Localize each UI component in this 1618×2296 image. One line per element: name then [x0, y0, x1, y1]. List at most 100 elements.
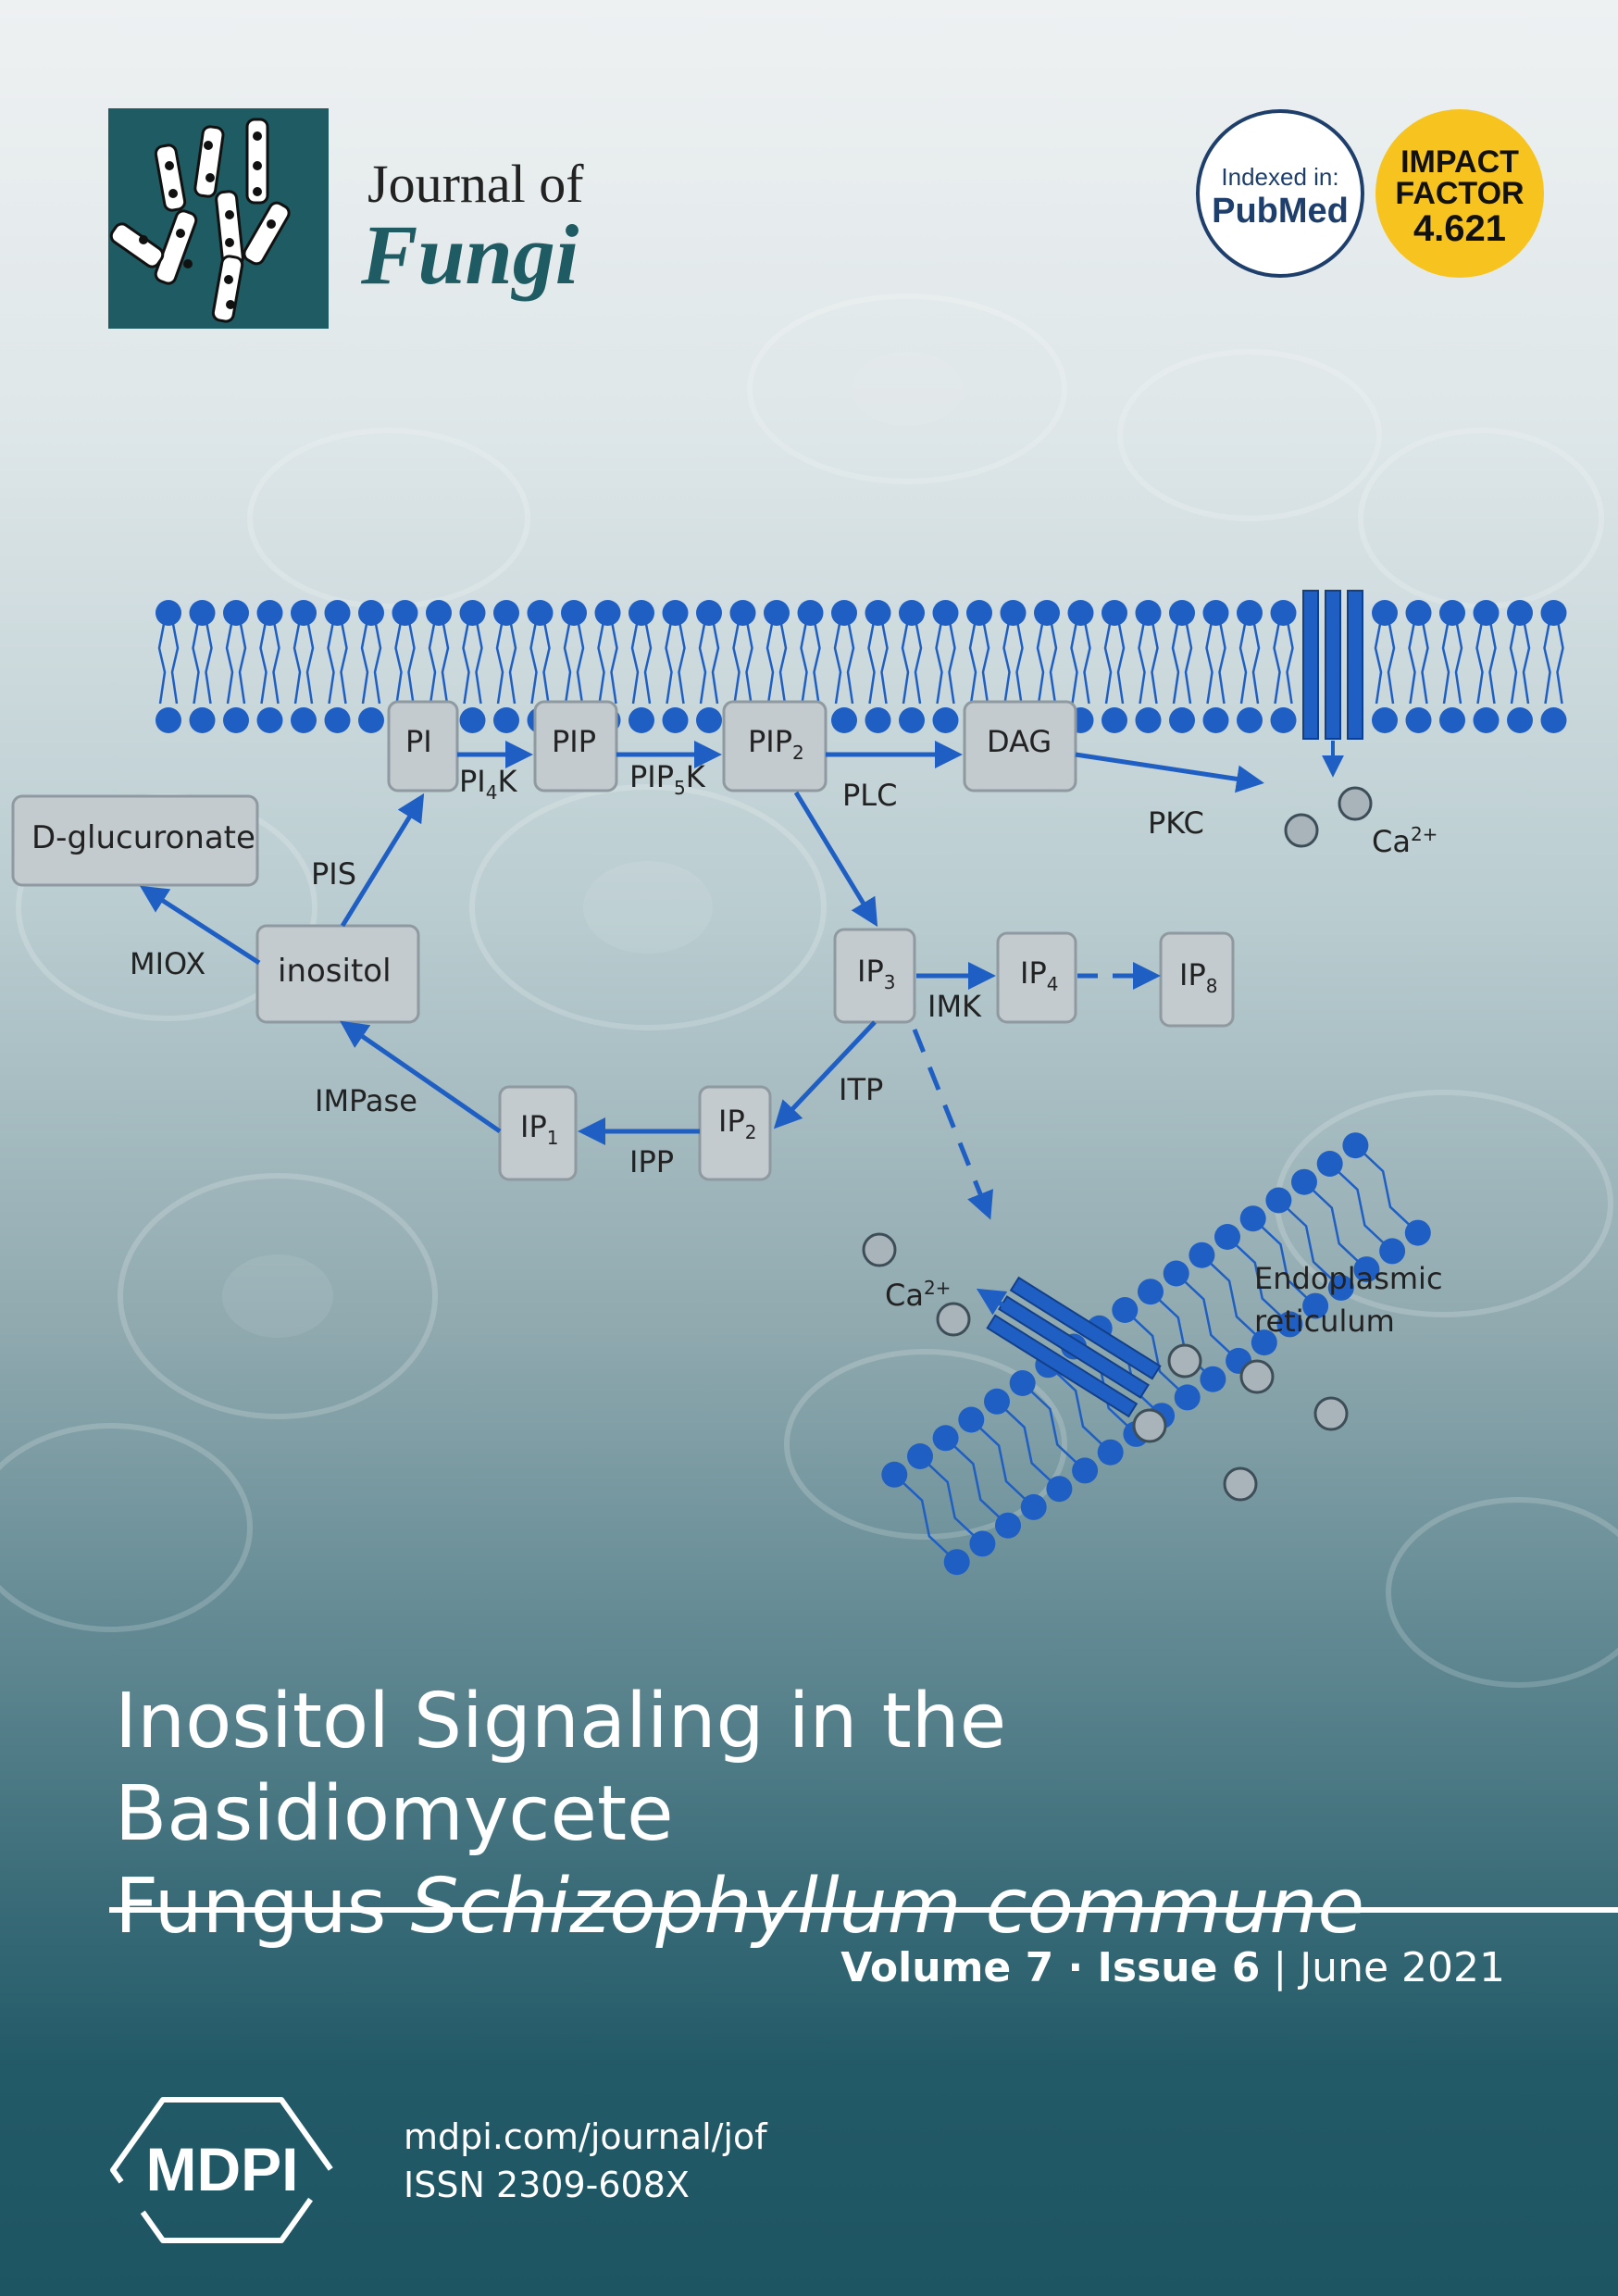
lipid-head: [662, 600, 689, 626]
lipid-tail: [630, 623, 653, 705]
lipid-head: [1270, 600, 1297, 626]
lipid-head: [189, 707, 216, 733]
mdpi-logo-text: MDPI: [146, 2135, 299, 2203]
lipid-head: [324, 707, 351, 733]
label-pip5k: PIP5K: [629, 759, 706, 799]
lipid-head: [899, 600, 925, 626]
lipid-tail: [1408, 623, 1429, 705]
lipid-head: [932, 707, 959, 733]
lipid-head: [426, 600, 452, 626]
journal-title-line1: Journal of: [367, 154, 584, 214]
lipid-head: [561, 600, 587, 626]
lipid-head: [1000, 600, 1027, 626]
label-pi: PI: [405, 724, 432, 759]
lipid-head: [1202, 600, 1229, 626]
lipid-tail: [665, 623, 686, 705]
lipid-head: [291, 600, 317, 626]
er-lipid-tail: [1328, 1163, 1393, 1253]
lipid-head: [291, 707, 317, 733]
er-lipid-tail: [919, 1455, 984, 1545]
article-title-line1: Inositol Signaling in the Basidiomycete: [115, 1678, 1007, 1858]
lipid-head: [1135, 600, 1162, 626]
lipid-tail: [1374, 623, 1396, 705]
lipid-head: [459, 600, 486, 626]
er-lipid-tail: [1124, 1309, 1189, 1399]
er-lipid-tail: [996, 1400, 1061, 1491]
lipid-head: [1237, 707, 1263, 733]
lipid-head: [1169, 707, 1195, 733]
lipid-head: [358, 600, 384, 626]
er-lipid-tail: [1303, 1180, 1368, 1271]
lipid-tail: [462, 623, 483, 705]
lipid-head: [156, 707, 181, 733]
box-ip8: [1159, 931, 1235, 1028]
lipid-tail: [1036, 623, 1058, 705]
lipid-head: [865, 600, 891, 626]
box-dglucuronate: [11, 794, 259, 887]
lipid-head: [1169, 600, 1195, 626]
er-lipid-tail: [1021, 1382, 1086, 1472]
label-pkc: PKC: [1148, 805, 1204, 841]
lipid-tail: [833, 623, 855, 705]
lipid-head: [223, 600, 249, 626]
lipid-head: [696, 600, 722, 626]
lipid-head: [324, 600, 351, 626]
label-ip1: IP1: [520, 1109, 558, 1149]
pubmed-badge-label: Indexed in:: [1221, 163, 1339, 191]
label-imk: IMK: [927, 989, 982, 1024]
lipid-head: [1270, 707, 1297, 733]
issue-separator: |: [1260, 1944, 1301, 1991]
box-ip4: [996, 931, 1077, 1024]
lipid-tail: [225, 623, 247, 705]
box-ip1: [498, 1085, 578, 1181]
er-channel: [986, 1276, 1162, 1418]
label-ipp: IPP: [629, 1144, 674, 1179]
lipid-head: [1135, 707, 1162, 733]
lipid-tail: [428, 623, 450, 705]
lipid-tail: [935, 623, 956, 705]
issn: ISSN 2309-608X: [404, 2165, 690, 2205]
lipid-head: [1507, 600, 1533, 626]
label-er-line2: reticulum: [1254, 1304, 1395, 1339]
lipid-head: [493, 707, 519, 733]
lipid-tail: [529, 623, 551, 705]
box-pip2: [722, 700, 828, 792]
lipid-tail: [1138, 623, 1159, 705]
label-impase: IMPase: [315, 1083, 417, 1118]
lipid-head: [493, 600, 519, 626]
lipid-head: [223, 707, 249, 733]
lipid-tail: [1441, 623, 1463, 705]
lipid-head: [662, 707, 689, 733]
lipid-tail: [968, 623, 990, 705]
lipid-tail: [800, 623, 821, 705]
lipid-tail: [1171, 623, 1193, 705]
box-pip: [533, 700, 618, 792]
title-divider: [109, 1907, 1618, 1913]
journal-title-line2: Fungi: [361, 207, 579, 302]
lipid-head: [1237, 600, 1263, 626]
lipid-head: [1540, 600, 1567, 626]
lipid-tail: [495, 623, 517, 705]
label-dag: DAG: [987, 724, 1052, 759]
label-plc: PLC: [842, 778, 897, 813]
issue-date: June 2021: [1300, 1944, 1505, 1991]
er-membrane: [881, 1132, 1431, 1576]
er-lipid-tail: [1201, 1254, 1265, 1344]
lipid-head: [1372, 600, 1398, 626]
label-ip4: IP4: [1020, 955, 1058, 995]
er-lipid-tail: [1277, 1199, 1342, 1289]
er-lipid-tail: [1047, 1364, 1112, 1454]
lipid-tail: [1238, 623, 1261, 705]
lipid-head: [527, 600, 554, 626]
label-pis: PIS: [311, 856, 356, 892]
lipid-tail: [1002, 623, 1024, 705]
lipid-head: [831, 707, 857, 733]
lipid-tail: [1070, 623, 1091, 705]
label-er-line1: Endoplasmic: [1254, 1261, 1443, 1296]
lipid-tail: [327, 623, 348, 705]
lipid-head: [594, 600, 621, 626]
lipid-tail: [867, 623, 889, 705]
inositol-pathway-diagram: PI PIP PIP2 DAG D-glucuronate inositol I…: [11, 590, 1567, 1576]
journal-url[interactable]: mdpi.com/journal/jof: [404, 2116, 767, 2157]
label-ip8: IP8: [1179, 957, 1217, 997]
